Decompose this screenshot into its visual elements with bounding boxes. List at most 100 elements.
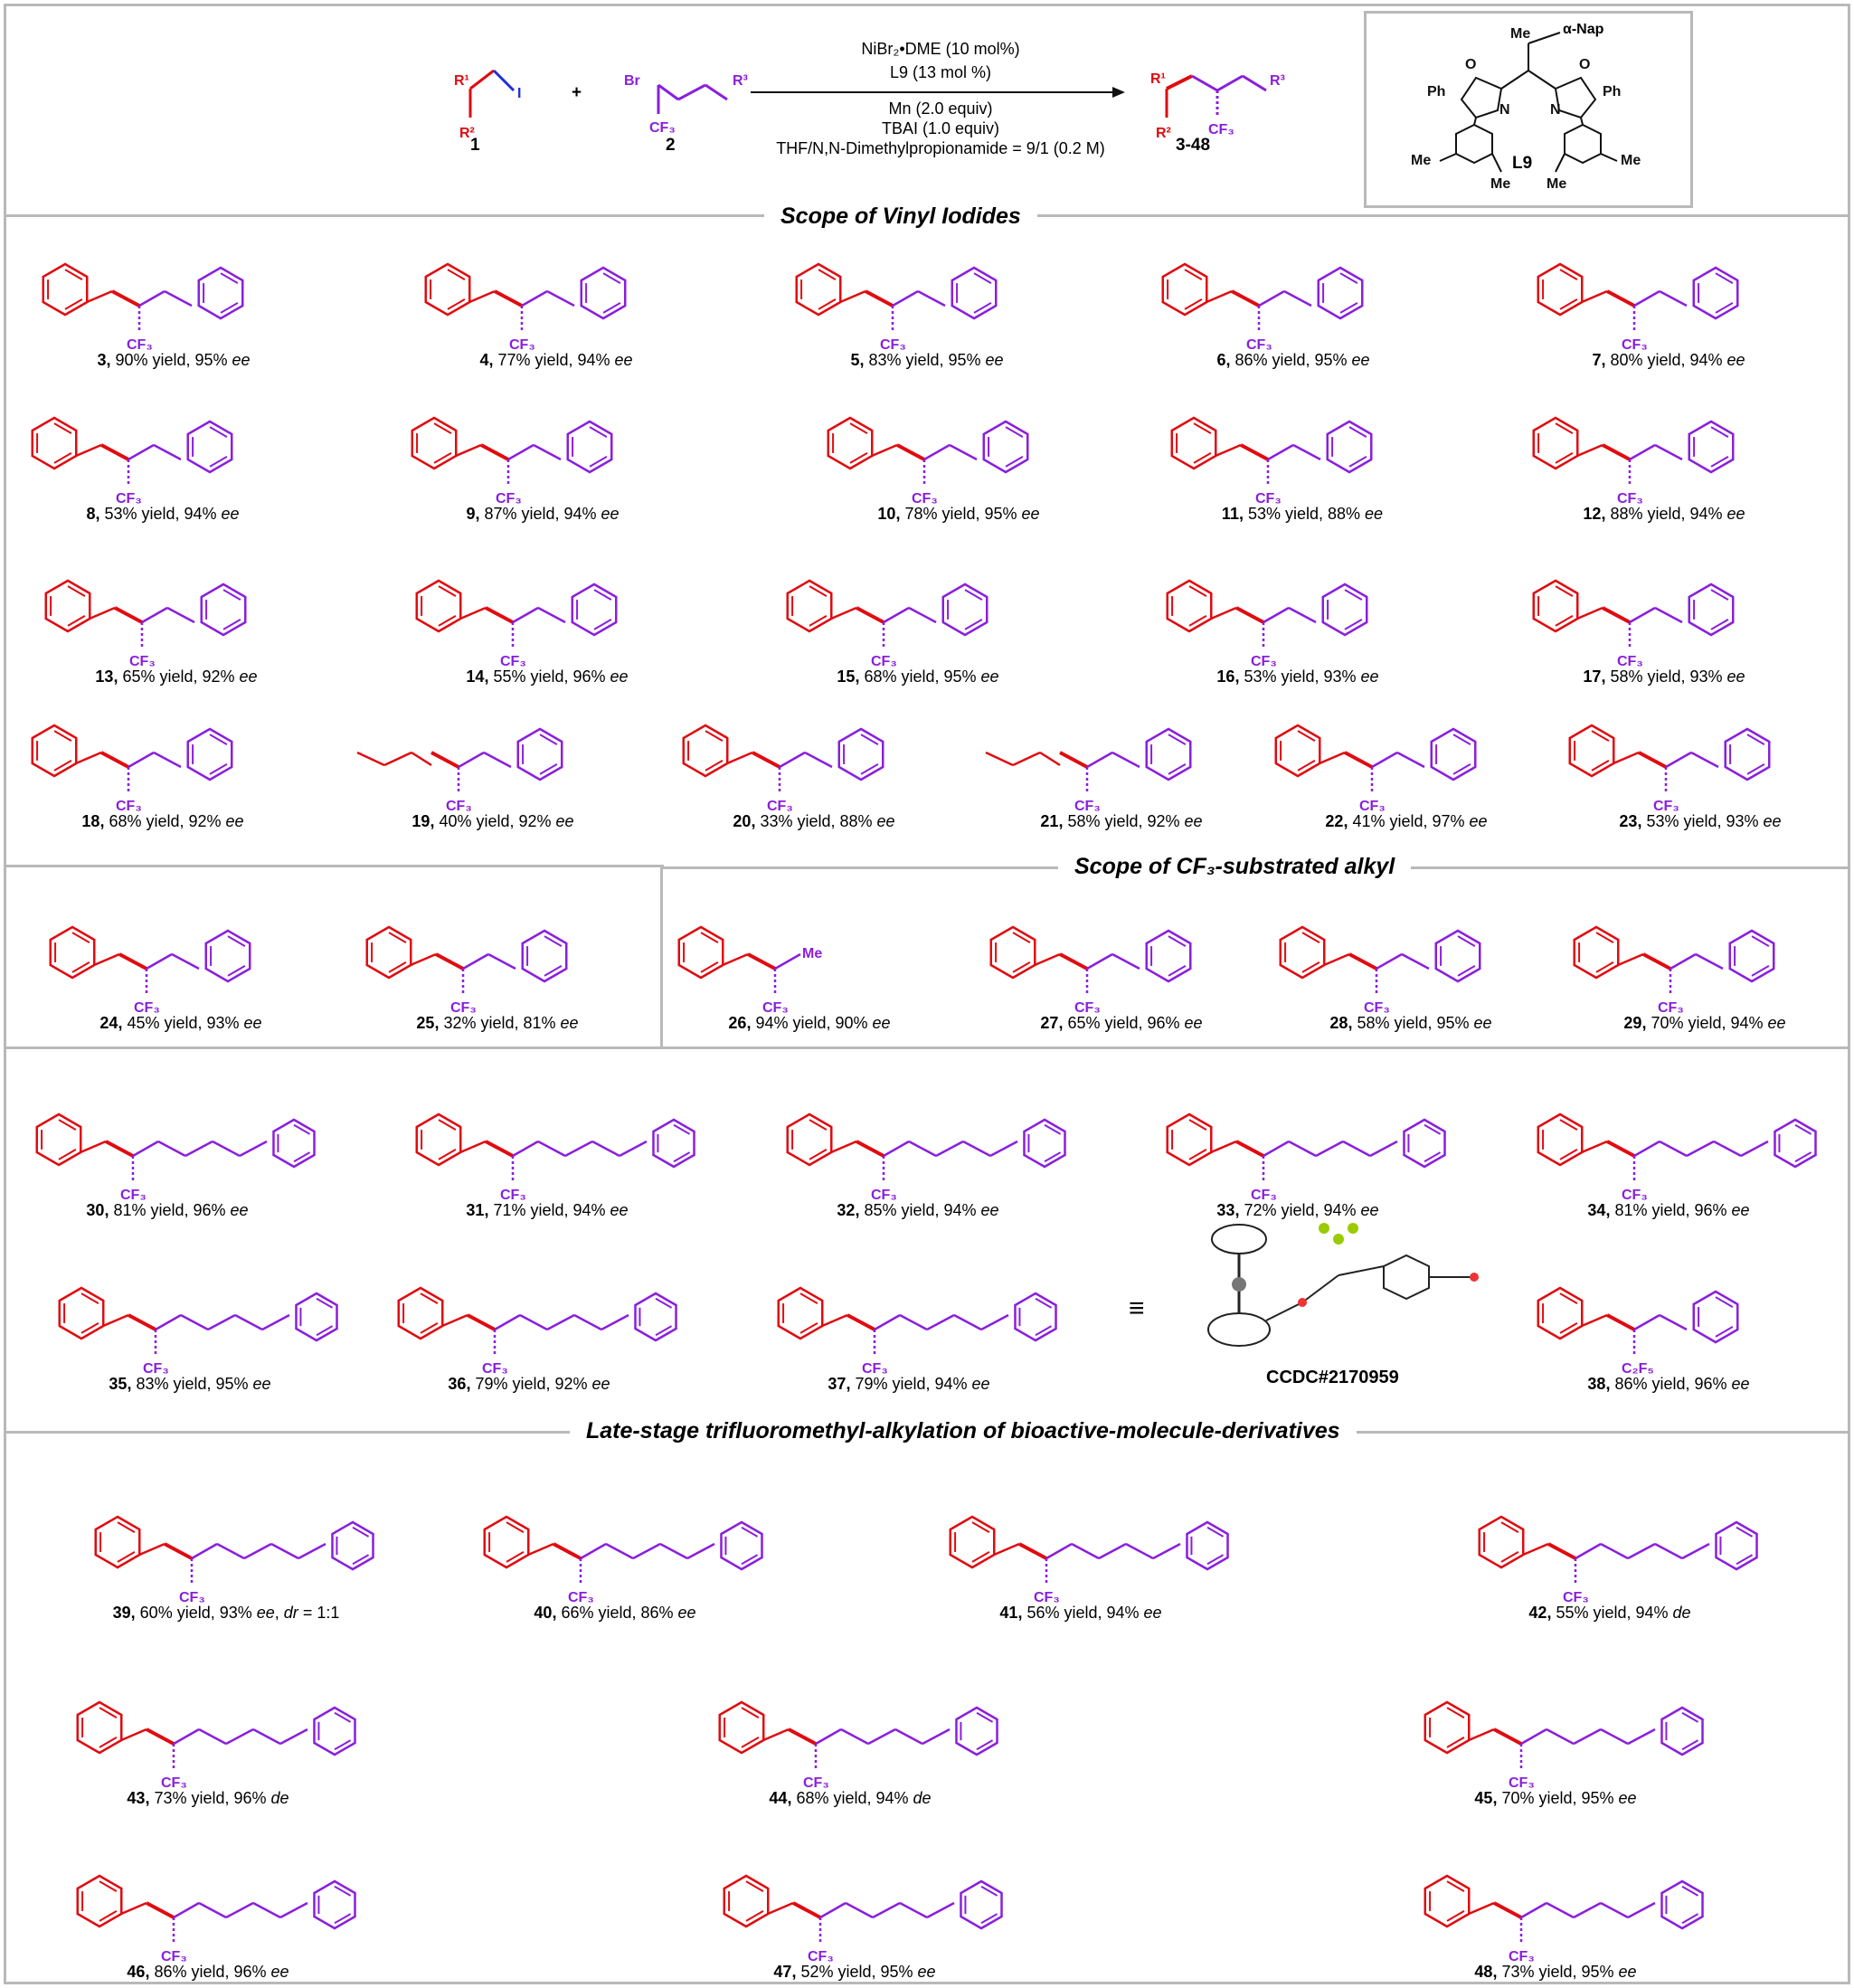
cf3-group: CF₃ xyxy=(143,1361,169,1377)
caption-compound-4: 4, 77% yield, 94% ee xyxy=(479,351,633,369)
bond xyxy=(356,751,385,767)
bond xyxy=(234,1313,263,1331)
structure-compound-43: CF₃ xyxy=(76,1700,356,1791)
aryl-ring xyxy=(723,1874,770,1928)
bond xyxy=(1575,1542,1602,1560)
aryl-ring xyxy=(677,925,724,980)
bond xyxy=(908,1140,937,1158)
aromatic-bond xyxy=(741,1554,759,1566)
aromatic-bond xyxy=(438,615,457,627)
aromatic-bond xyxy=(539,734,558,745)
aryl-ring xyxy=(795,262,842,317)
caption-compound-16: 16, 53% yield, 93% ee xyxy=(1216,667,1379,686)
bond xyxy=(839,289,866,304)
structure-compound-34: CF₃ xyxy=(1537,1112,1817,1203)
cf3-group: CF₃ xyxy=(161,1775,187,1791)
alkene-bond xyxy=(1606,1313,1635,1331)
aryl-ring xyxy=(786,1112,833,1167)
terminal-ring xyxy=(313,1879,356,1930)
aromatic-bond xyxy=(1710,456,1729,468)
compound-number: 44, xyxy=(769,1789,797,1807)
svg-text:N: N xyxy=(1499,102,1510,118)
cf3-group: CF₃ xyxy=(1617,654,1643,669)
bond xyxy=(1573,1901,1602,1919)
aromatic-bond xyxy=(1710,619,1729,630)
bond xyxy=(75,751,102,765)
bond xyxy=(80,1140,107,1154)
aromatic-bond xyxy=(1348,456,1367,468)
bond xyxy=(953,1313,982,1331)
caption-compound-5: 5, 83% yield, 95% ee xyxy=(850,351,1004,369)
bond xyxy=(459,606,487,620)
cf3-group: CF₃ xyxy=(871,654,897,669)
bond xyxy=(1713,1140,1742,1158)
aromatic-bond xyxy=(1681,1739,1699,1751)
aromatic-bond xyxy=(705,730,724,742)
aromatic-bond xyxy=(1715,1296,1734,1308)
aromatic-bond xyxy=(809,1149,828,1160)
structure-compound-17: CF₃ xyxy=(1532,579,1735,669)
bond xyxy=(89,606,116,620)
caption-compound-30: 30, 81% yield, 96% ee xyxy=(86,1201,249,1219)
caption-compound-38: 38, 86% yield, 96% ee xyxy=(1587,1375,1750,1393)
bond xyxy=(166,606,195,624)
bond xyxy=(173,1901,200,1919)
svg-text:Me: Me xyxy=(1411,153,1431,168)
alkene-bond xyxy=(1348,952,1377,970)
bond xyxy=(1600,1542,1629,1560)
cf3-group: CF₃ xyxy=(803,1775,829,1791)
structure-compound-28: CF₃ xyxy=(1279,925,1481,1016)
bond xyxy=(537,1140,566,1158)
label-2: 2 xyxy=(666,136,676,155)
terminal-ring xyxy=(1326,420,1373,474)
compound-number: 10, xyxy=(877,505,905,523)
compound-number: 18, xyxy=(81,812,109,830)
bond xyxy=(537,606,566,624)
terminal-ring xyxy=(1715,1520,1758,1571)
aromatic-bond xyxy=(117,1521,136,1533)
bond xyxy=(894,1728,923,1746)
structure-compound-14: CF₃ xyxy=(415,579,618,669)
divider-alkyl-bottom xyxy=(4,1046,1850,1049)
alkene-bond xyxy=(856,1140,884,1158)
alkene-bond xyxy=(1638,751,1667,769)
aromatic-bond xyxy=(1710,426,1729,438)
bond xyxy=(815,1728,842,1746)
structure-compound-8: CF₃ xyxy=(31,416,233,506)
aromatic-bond xyxy=(352,1526,370,1538)
aromatic-bond xyxy=(209,456,228,468)
compound-number: 37, xyxy=(828,1375,856,1393)
svg-text:R³: R³ xyxy=(1270,73,1285,89)
aromatic-bond xyxy=(1206,1554,1225,1566)
bond xyxy=(1633,289,1660,308)
aromatic-bond xyxy=(1012,932,1031,943)
caption-compound-24: 24, 45% yield, 93% ee xyxy=(99,1014,262,1032)
structure-compound-15: CF₃ xyxy=(786,579,988,669)
aromatic-bond xyxy=(602,302,621,314)
bond xyxy=(519,1313,548,1331)
aromatic-bond xyxy=(1500,1521,1519,1533)
caption-compound-36: 36, 79% yield, 92% ee xyxy=(448,1375,610,1393)
bond xyxy=(564,1140,593,1158)
condition-5: THF/N,N-Dimethylpropionamide = 9/1 (0.2 … xyxy=(776,139,1105,157)
alkene-bond xyxy=(1018,1542,1047,1560)
cf3-group: CF₃ xyxy=(1563,1590,1589,1605)
aromatic-bond xyxy=(438,585,457,597)
cf3-group: CF₃ xyxy=(1622,337,1648,353)
bond xyxy=(298,1542,326,1560)
bond xyxy=(935,1140,964,1158)
bond xyxy=(821,1313,848,1328)
bond xyxy=(120,1901,147,1916)
section-title-vinyl: Scope of Vinyl Iodides xyxy=(764,204,1037,230)
aromatic-bond xyxy=(971,1521,990,1533)
aromatic-bond xyxy=(1715,272,1734,284)
bond xyxy=(993,1542,1020,1557)
cf3-group: CF₃ xyxy=(762,1000,789,1016)
aromatic-bond xyxy=(53,452,72,464)
bond xyxy=(632,1542,661,1560)
bond xyxy=(804,751,833,769)
aromatic-bond xyxy=(447,269,466,280)
bond xyxy=(845,1901,874,1919)
aromatic-bond xyxy=(1188,585,1207,597)
aromatic-bond xyxy=(700,932,719,943)
